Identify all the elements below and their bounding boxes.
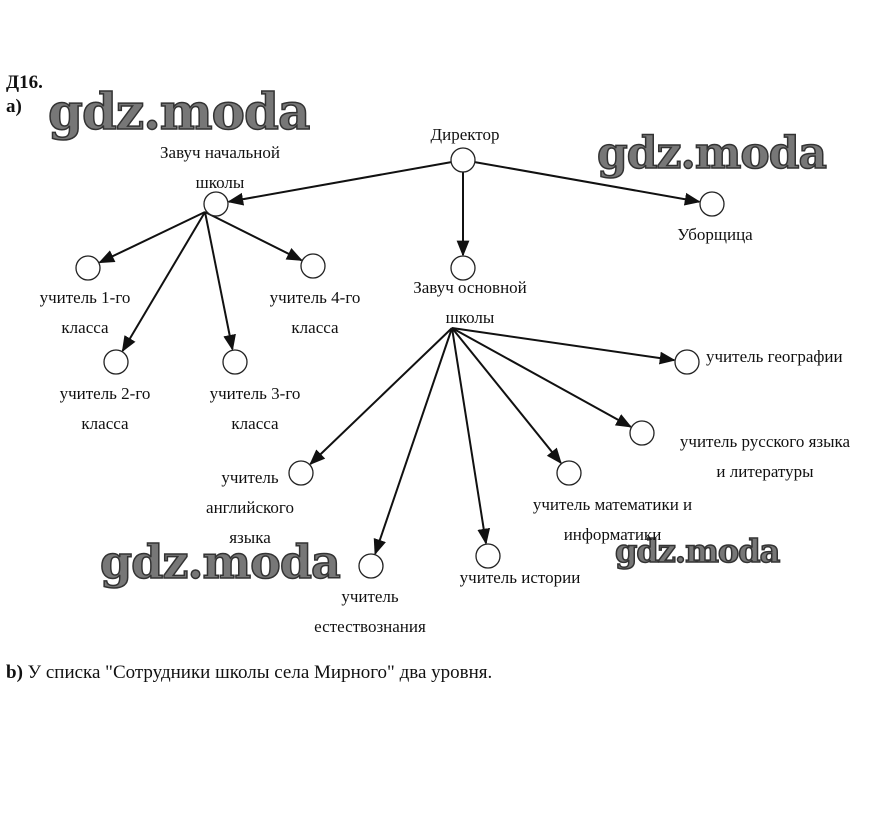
edge-head_main-english [309, 327, 453, 466]
edge-head_main-math [451, 327, 562, 465]
label-history: учитель истории [459, 568, 581, 587]
node-russian [629, 420, 655, 446]
part-a-label: а) [6, 96, 22, 117]
edge-head_main-science [373, 327, 453, 556]
edge-head_primary-teacher1 [98, 211, 206, 264]
label-geography: учитель географии [706, 347, 843, 366]
node-english [288, 460, 314, 486]
watermark: gdz.moda [99, 534, 341, 590]
node-science [358, 553, 384, 579]
node-head_primary [203, 191, 229, 217]
node-teacher1 [75, 255, 101, 281]
edge-head_primary-teacher3 [204, 211, 236, 351]
node-teacher4 [300, 253, 326, 279]
watermark: gdz.moda [596, 127, 828, 180]
watermark: gdz.moda [47, 81, 311, 142]
node-teacher3 [222, 349, 248, 375]
node-cleaner [699, 191, 725, 217]
edge-head_primary-teacher2 [121, 211, 206, 353]
label-cleaner: Уборщица [677, 225, 753, 244]
edge-head_primary-teacher4 [204, 211, 303, 262]
watermark: gdz.moda [614, 531, 781, 571]
node-geography [674, 349, 700, 375]
edge-director-head_primary [227, 161, 452, 206]
edge-director-cleaner [474, 161, 701, 206]
task-number: Д16. [6, 72, 43, 93]
edge-head_main-russian [451, 327, 633, 428]
answer-b: b) У списка "Сотрудники школы села Мирно… [6, 662, 493, 683]
node-head_main [450, 255, 476, 281]
edge-head_main-geography [451, 327, 676, 365]
label-director: Директор [430, 125, 500, 144]
node-teacher2 [103, 349, 129, 375]
edge-head_main-history [451, 327, 491, 545]
node-director [450, 147, 476, 173]
node-math [556, 460, 582, 486]
node-history [475, 543, 501, 569]
